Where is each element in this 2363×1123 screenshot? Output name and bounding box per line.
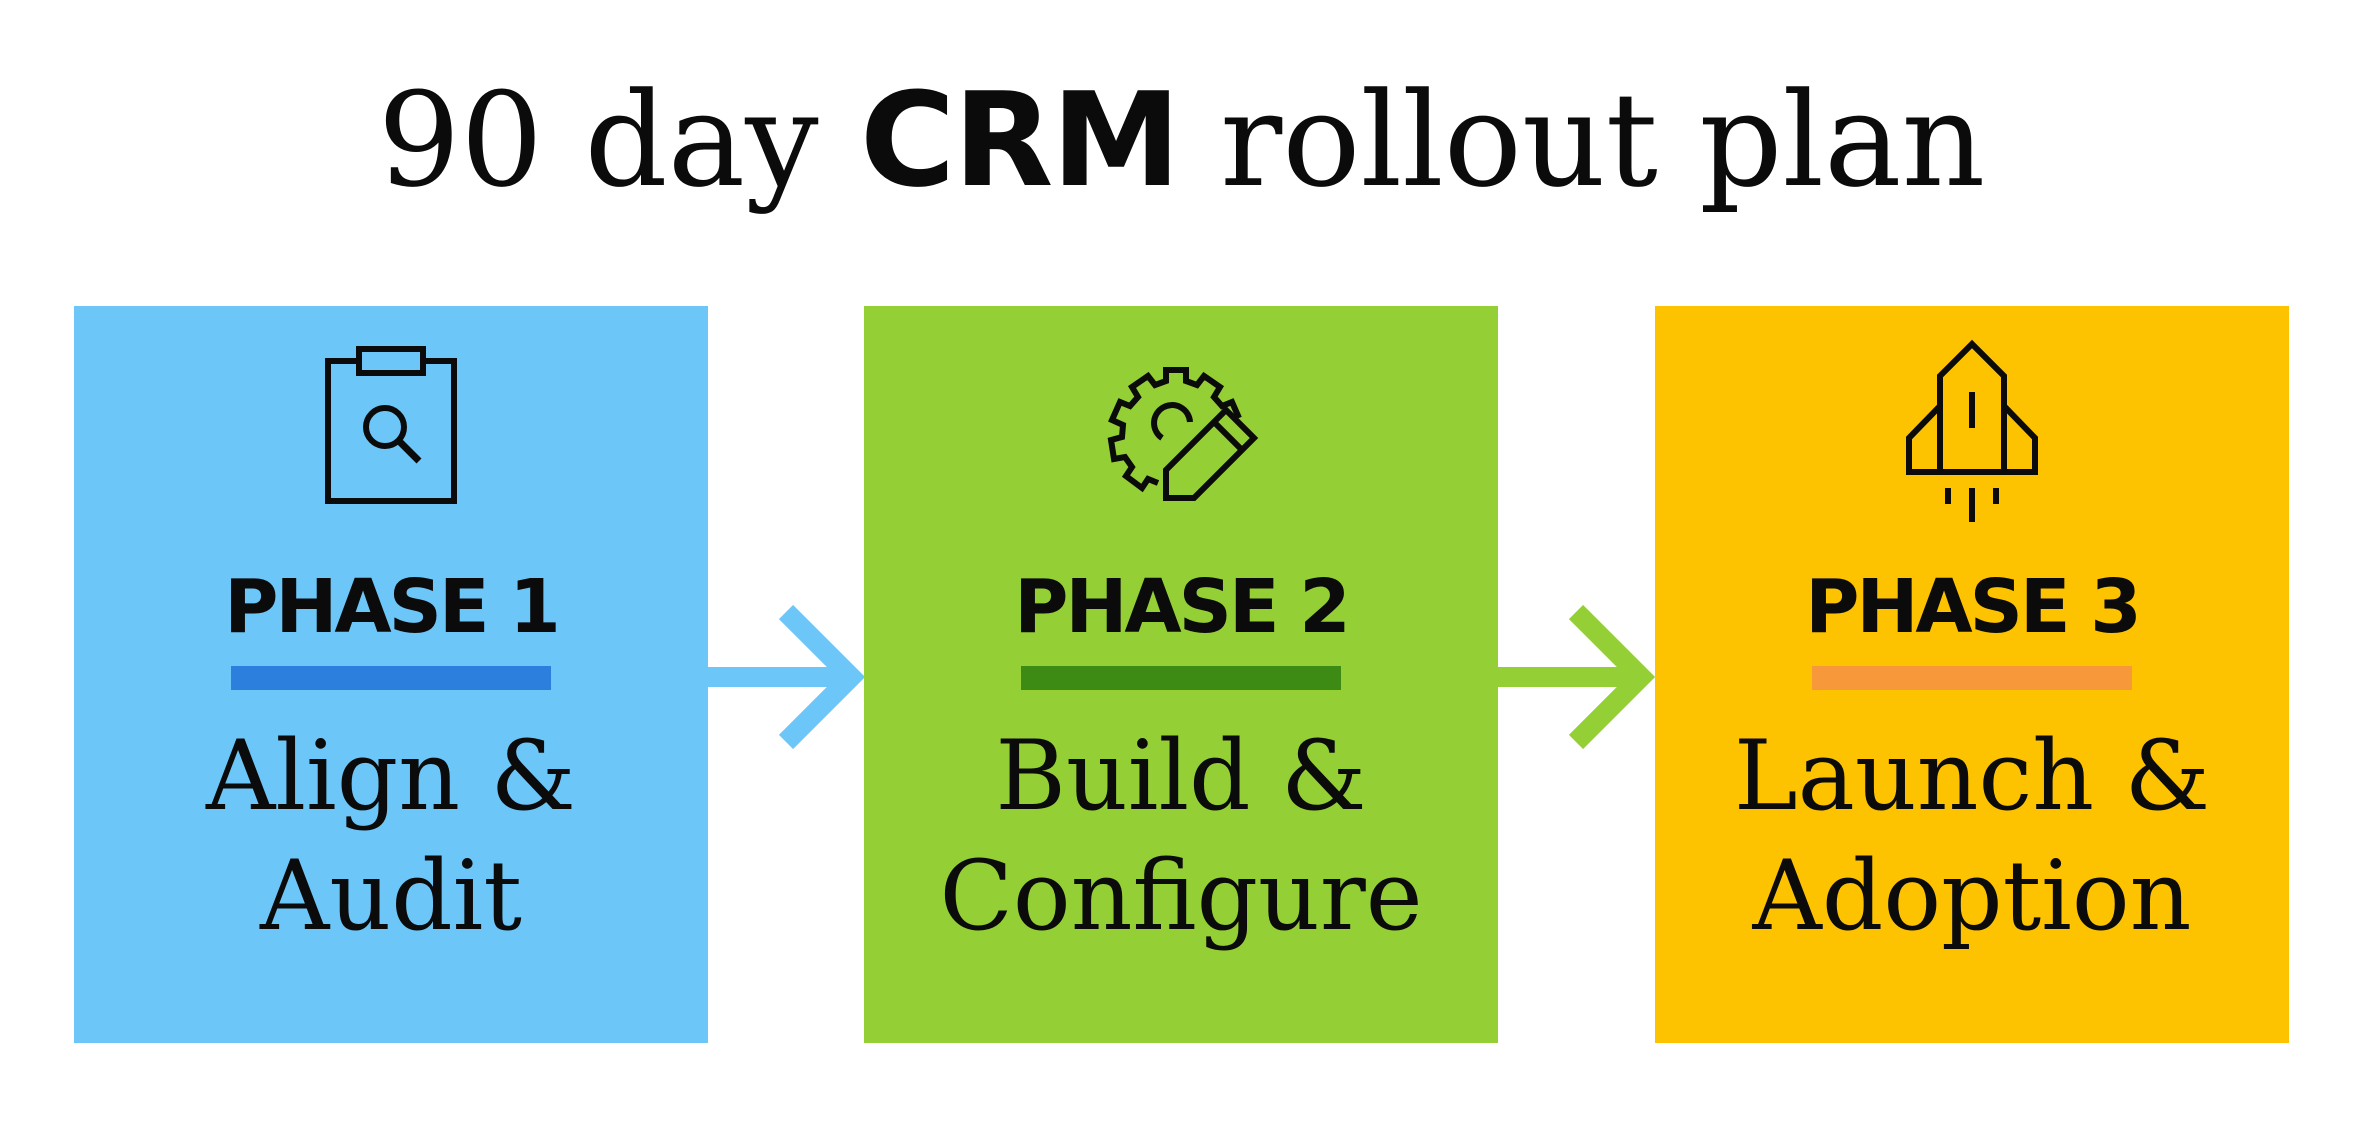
phase-3-card: PHASE 3 Launch & Adoption bbox=[1655, 306, 2289, 1043]
arrow-right-icon bbox=[708, 604, 868, 750]
arrow-right-icon bbox=[1498, 604, 1658, 750]
phase-2-name-line-1: Build & bbox=[995, 720, 1367, 832]
phase-1-name-line-2: Audit bbox=[260, 840, 522, 952]
phase-3-underline bbox=[1812, 666, 2132, 690]
phase-1-name: Align & Audit bbox=[74, 716, 708, 956]
phase-3-name-line-2: Adoption bbox=[1752, 840, 2192, 952]
phase-2-name: Build & Configure bbox=[864, 716, 1498, 956]
phase-2-label: PHASE 2 bbox=[1014, 564, 1351, 650]
clipboard-search-icon bbox=[74, 346, 708, 536]
title-part-1: 90 day bbox=[377, 64, 860, 216]
phase-2-card: PHASE 2 Build & Configure bbox=[864, 306, 1498, 1043]
phase-1-label: PHASE 1 bbox=[224, 564, 561, 650]
phase-3-name-line-1: Launch & bbox=[1733, 720, 2211, 832]
phase-2-name-line-2: Configure bbox=[939, 840, 1423, 952]
gear-pencil-icon bbox=[864, 346, 1498, 536]
phase-3-name: Launch & Adoption bbox=[1655, 716, 2289, 956]
title-part-3: rollout plan bbox=[1178, 64, 1986, 216]
page-title: 90 day CRM rollout plan bbox=[0, 40, 2363, 240]
title-part-crm: CRM bbox=[859, 64, 1181, 216]
phase-1-card: PHASE 1 Align & Audit bbox=[74, 306, 708, 1043]
phase-1-name-line-1: Align & bbox=[206, 720, 576, 832]
phase-2-underline bbox=[1021, 666, 1341, 690]
rocket-icon bbox=[1655, 339, 2289, 536]
phase-3-label: PHASE 3 bbox=[1805, 564, 2142, 650]
phase-1-underline bbox=[231, 666, 551, 690]
